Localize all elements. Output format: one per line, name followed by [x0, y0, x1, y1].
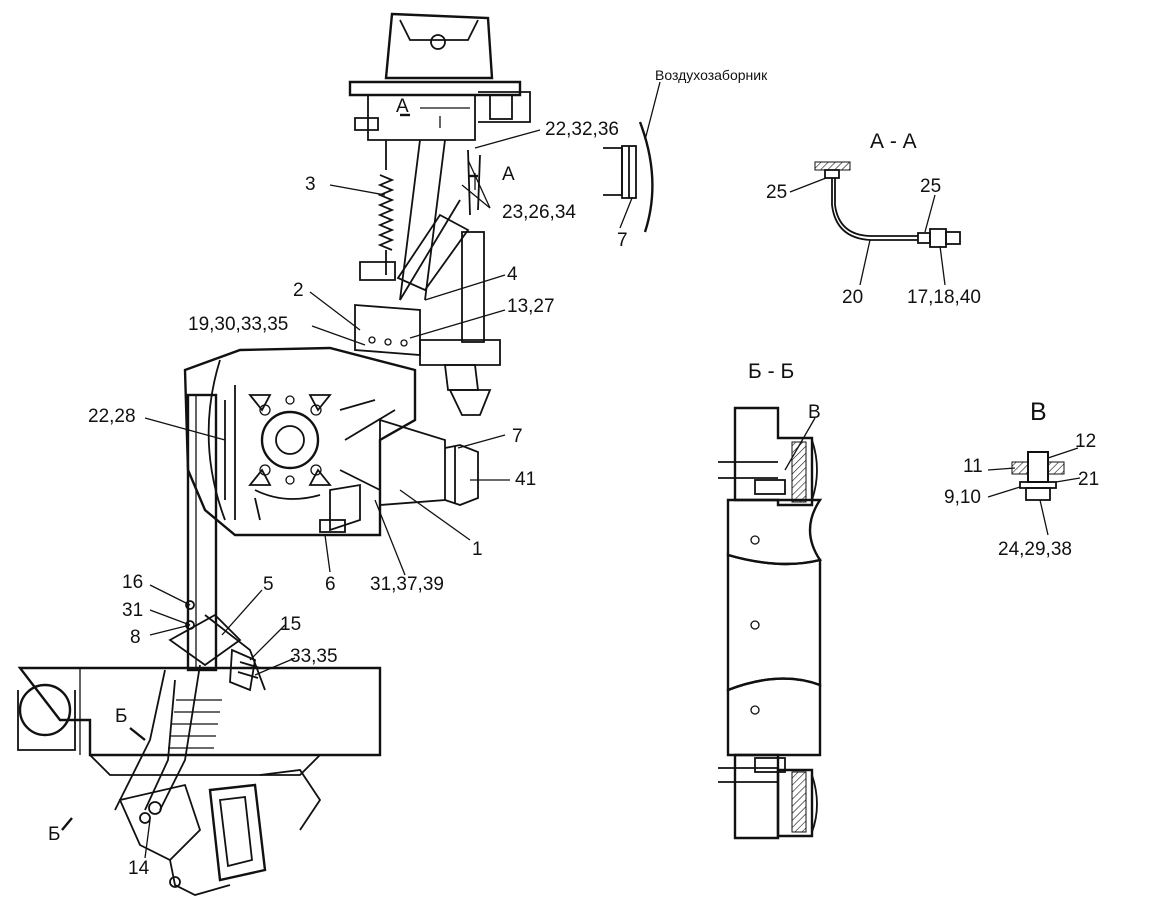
part-label-8: 8	[130, 627, 141, 648]
part-label-6: 6	[325, 574, 336, 595]
section-b-b-title: Б - Б	[748, 360, 794, 383]
part-label-19-30-33-35: 19,30,33,35	[188, 314, 288, 335]
part-label-20: 20	[842, 287, 863, 308]
spring-3	[359, 140, 396, 281]
top-mount	[348, 12, 531, 141]
part-label-16: 16	[122, 572, 143, 593]
cross-beam	[419, 339, 501, 416]
detail-v-title: В	[1030, 398, 1047, 426]
part-label-1: 1	[472, 539, 483, 560]
part-label-11: 11	[963, 456, 983, 477]
part-label-41: 41	[515, 469, 536, 490]
part-label-2: 2	[293, 280, 304, 301]
part-label-9-10: 9,10	[944, 487, 981, 508]
part-label-3: 3	[305, 174, 316, 195]
section-b-b: Б - Б В	[718, 360, 823, 840]
main-frame	[17, 666, 382, 831]
air-intake-label: Воздухозаборник	[655, 67, 768, 83]
lower-box	[118, 783, 267, 896]
cut-b-left-label: Б	[115, 706, 127, 727]
part-label-21: 21	[1078, 469, 1099, 490]
part-label-25-left: 25	[766, 182, 787, 203]
part-label-13-27: 13,27	[507, 296, 555, 317]
part-label-31-37-39: 31,37,39	[370, 574, 444, 595]
part-label-7-intake: 7	[617, 230, 628, 251]
part-label-33-35: 33,35	[290, 646, 338, 667]
part-label-14: 14	[128, 858, 150, 879]
part-label-7-main: 7	[512, 426, 523, 447]
cut-a-side-label: А	[502, 164, 515, 185]
part-label-5: 5	[263, 574, 274, 595]
part-label-22-28: 22,28	[88, 406, 136, 427]
part-label-25-right: 25	[920, 176, 941, 197]
bottom-bracket	[319, 483, 361, 533]
cut-a-top-label: А	[396, 96, 409, 117]
part-label-15: 15	[280, 614, 301, 635]
part-label-24-29-38: 24,29,38	[998, 539, 1072, 560]
main-assembly-view: А А Б Б 3 22,32,36 23,26,34 4 2 19,30,33…	[17, 12, 661, 896]
section-a-a: А - А 25 25 20 17,18,40	[766, 130, 981, 308]
part-label-12: 12	[1075, 431, 1096, 452]
detail-v: В 12 11 21 9,10 24,29,38	[944, 398, 1099, 560]
part-label-4: 4	[507, 264, 518, 285]
leader-lines	[144, 81, 661, 859]
air-intake-detail: Воздухозаборник 7	[603, 67, 768, 251]
outlet-nozzle	[379, 418, 479, 506]
section-a-a-title: А - А	[870, 130, 917, 153]
air-duct	[354, 139, 485, 356]
detail-v-ref-label: В	[808, 402, 821, 423]
part-label-31: 31	[122, 600, 143, 621]
part-label-17-18-40: 17,18,40	[907, 287, 981, 308]
cut-b-bottom-label: Б	[48, 824, 60, 845]
part-label-22-32-36: 22,32,36	[545, 119, 619, 140]
lower-chute	[114, 613, 266, 811]
part-label-23-26-34: 23,26,34	[502, 202, 576, 223]
